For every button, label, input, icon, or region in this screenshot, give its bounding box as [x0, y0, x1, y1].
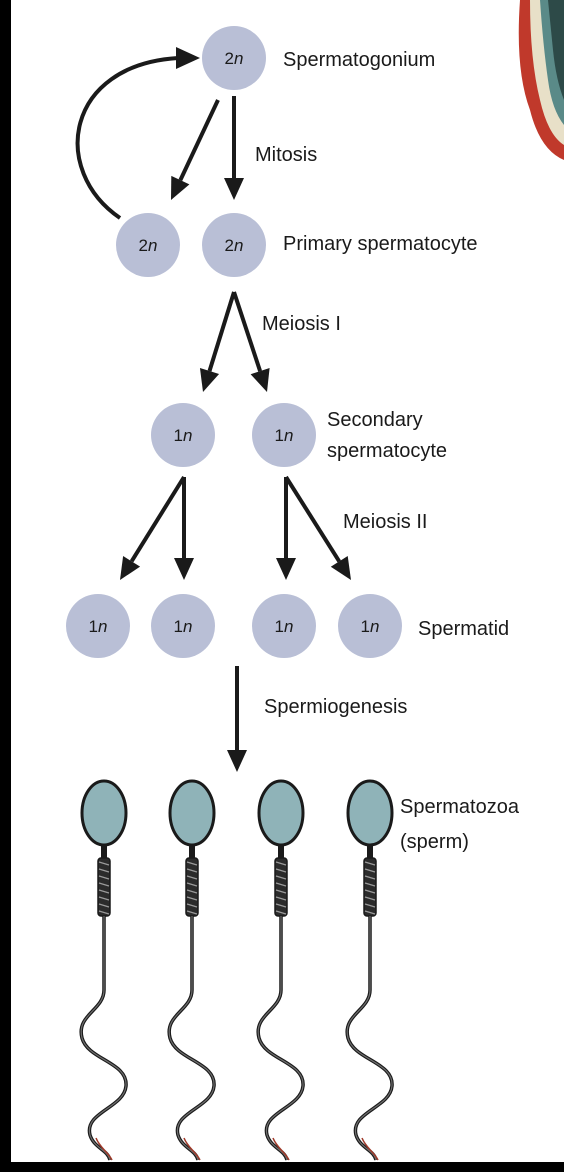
spermatozoon-2 — [167, 779, 216, 1161]
ploidy-number: 2 — [225, 236, 234, 255]
label-spermatid: Spermatid — [418, 618, 509, 640]
cell-secondary-spermatocyte-right: 1n — [252, 403, 316, 467]
cell-ploidy-label: 1n — [361, 617, 380, 636]
sperm-layer — [79, 779, 394, 1161]
cell-spermatid-4: 1n — [338, 594, 402, 658]
sperm-tail-highlight — [80, 916, 127, 1161]
ploidy-number: 1 — [174, 617, 183, 636]
sperm-tail-tip — [272, 1137, 290, 1161]
ploidy-number: 2 — [139, 236, 148, 255]
arrow-mitosis-renewal — [171, 99, 220, 200]
cell-ploidy-label: 2n — [225, 49, 244, 68]
ploidy-symbol: n — [98, 617, 107, 636]
label-spermatozoa-line2: (sperm) — [400, 831, 469, 853]
label-spermiogenesis: Spermiogenesis — [264, 696, 407, 718]
cell-ploidy-label: 1n — [89, 617, 108, 636]
sperm-tail-tip — [361, 1137, 379, 1161]
sperm-neck — [278, 845, 284, 859]
label-meiosis-1: Meiosis I — [262, 313, 341, 335]
cell-circle — [338, 594, 402, 658]
cell-circle — [116, 213, 180, 277]
arrows-layer — [75, 47, 351, 772]
ploidy-symbol: n — [183, 426, 192, 445]
cell-ploidy-label: 1n — [174, 617, 193, 636]
cell-circle — [151, 403, 215, 467]
arrow-meiosis2-c — [276, 477, 296, 580]
ploidy-symbol: n — [284, 426, 293, 445]
cell-spermatid-1: 1n — [66, 594, 130, 658]
ploidy-symbol: n — [234, 49, 243, 68]
cell-circle — [202, 213, 266, 277]
ploidy-symbol: n — [370, 617, 379, 636]
arrow-meiosis1-right — [232, 291, 270, 392]
spermatozoon-4 — [345, 779, 394, 1161]
corner-illustration — [518, 0, 564, 160]
cell-ploidy-label: 1n — [174, 426, 193, 445]
cell-circle — [252, 403, 316, 467]
cell-primary-spermatocyte: 2n — [202, 213, 266, 277]
cell-circle — [252, 594, 316, 658]
label-secondary-line2: spermatocyte — [327, 440, 447, 462]
arrow-meiosis2-d — [284, 475, 351, 580]
cell-spermatogonium: 2n — [202, 26, 266, 90]
cell-circle — [202, 26, 266, 90]
sperm-neck — [367, 845, 373, 859]
cell-circle — [66, 594, 130, 658]
spermatozoon-1 — [79, 779, 128, 1161]
cell-ploidy-label: 2n — [225, 236, 244, 255]
ploidy-number: 1 — [275, 617, 284, 636]
ploidy-number: 1 — [89, 617, 98, 636]
label-spermatogonium: Spermatogonium — [283, 49, 435, 71]
cell-spermatid-2: 1n — [151, 594, 215, 658]
label-meiosis-2: Meiosis II — [343, 511, 427, 533]
ploidy-symbol: n — [234, 236, 243, 255]
sperm-neck — [189, 845, 195, 859]
cell-renewed-spermatogonium: 2n — [116, 213, 180, 277]
arrow-spermiogenesis — [227, 666, 247, 772]
arrow-self-renewal — [75, 47, 200, 220]
sperm-tail-highlight — [168, 916, 215, 1161]
ploidy-symbol: n — [284, 617, 293, 636]
ploidy-number: 1 — [361, 617, 370, 636]
arrow-mitosis — [224, 96, 244, 200]
sperm-tail-tip — [183, 1137, 201, 1161]
arrow-meiosis2-b — [174, 477, 194, 580]
cell-ploidy-label: 1n — [275, 426, 294, 445]
label-secondary-line1: Secondary — [327, 409, 423, 431]
sperm-neck — [101, 845, 107, 859]
sperm-head — [257, 779, 305, 847]
cell-secondary-spermatocyte-left: 1n — [151, 403, 215, 467]
sperm-head — [80, 779, 128, 847]
arrow-meiosis1-left — [199, 291, 236, 392]
sperm-head — [168, 779, 216, 847]
sperm-tail-tip — [95, 1137, 113, 1161]
arrow-meiosis2-a — [120, 475, 186, 580]
cell-spermatid-3: 1n — [252, 594, 316, 658]
label-mitosis: Mitosis — [255, 144, 317, 166]
ploidy-number: 2 — [225, 49, 234, 68]
ploidy-symbol: n — [183, 617, 192, 636]
label-spermatozoa-line1: Spermatozoa — [400, 796, 520, 818]
ploidy-symbol: n — [148, 236, 157, 255]
cell-ploidy-label: 2n — [139, 236, 158, 255]
ploidy-number: 1 — [174, 426, 183, 445]
label-primary-spermatocyte: Primary spermatocyte — [283, 233, 478, 255]
ploidy-number: 1 — [275, 426, 284, 445]
sperm-head — [346, 779, 394, 847]
spermatozoon-3 — [256, 779, 305, 1161]
cell-ploidy-label: 1n — [275, 617, 294, 636]
cell-circle — [151, 594, 215, 658]
sperm-tail-highlight — [257, 916, 304, 1161]
sperm-tail-highlight — [346, 916, 393, 1161]
